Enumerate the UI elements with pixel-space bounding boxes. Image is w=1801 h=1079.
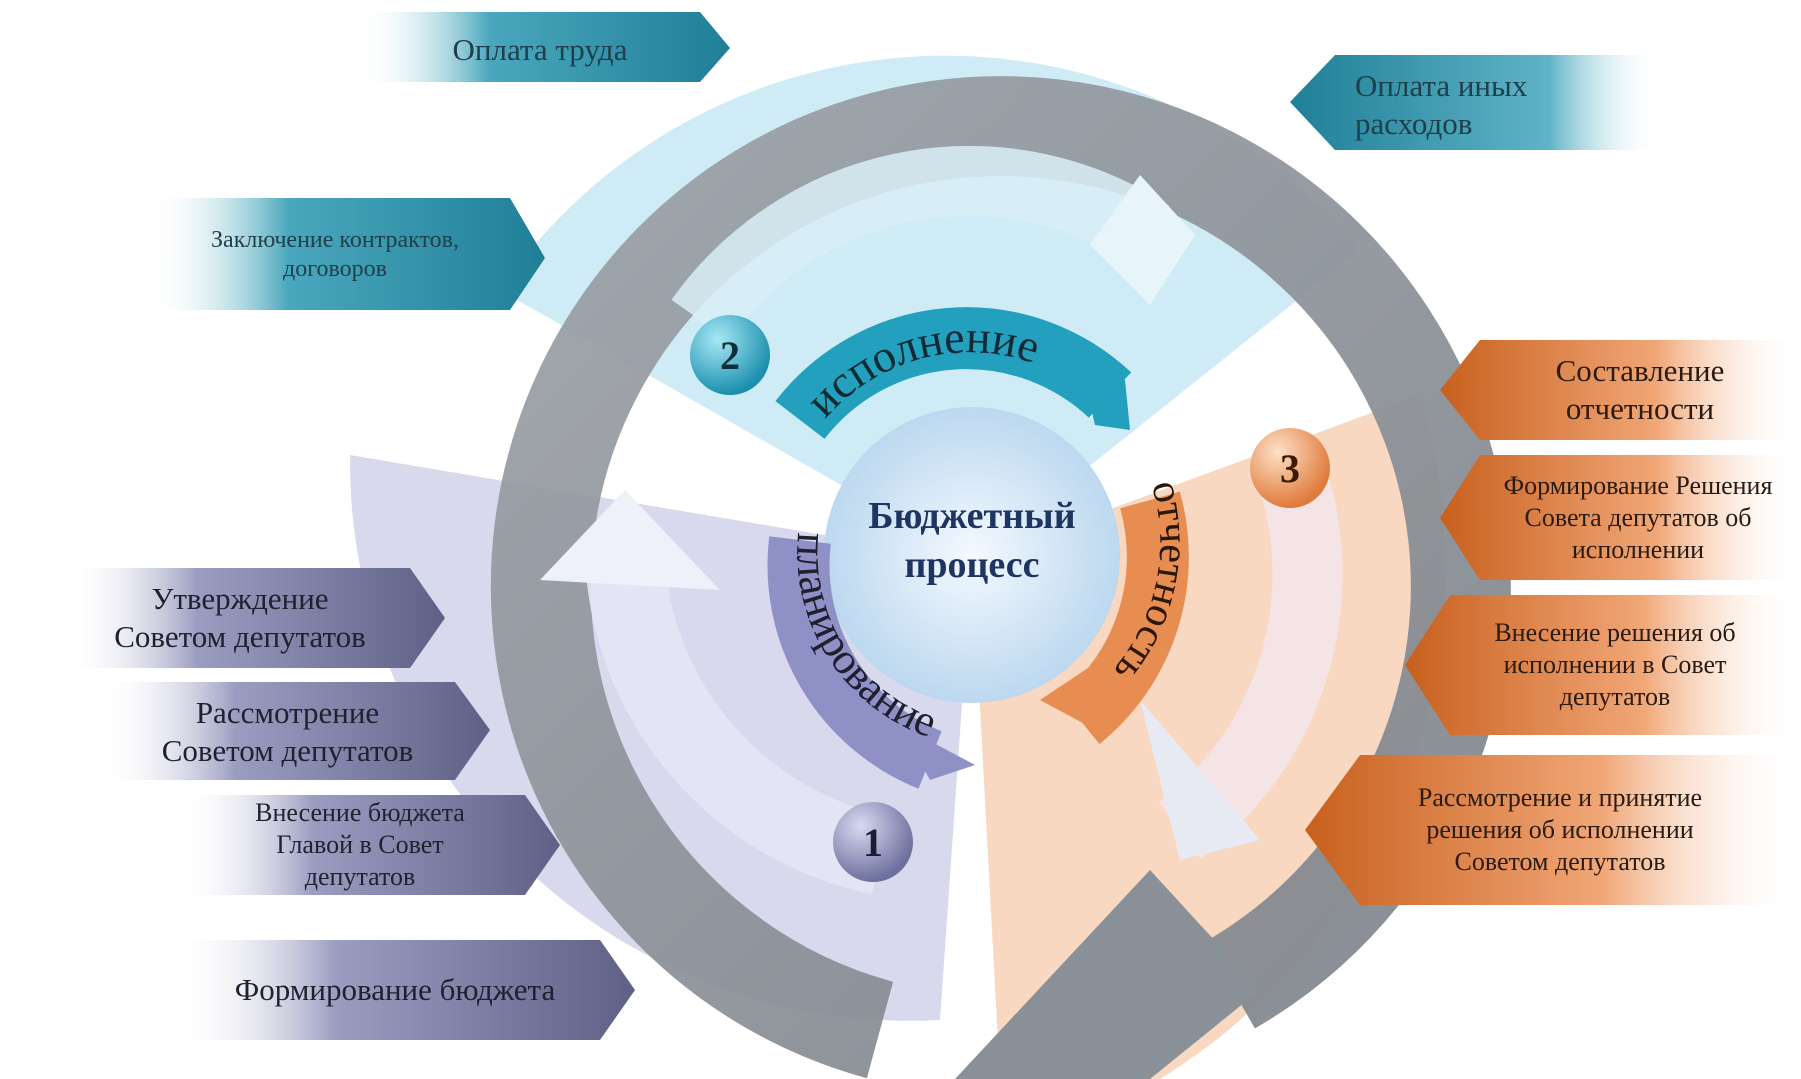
ribbon-rassmotrenie-prinyatie bbox=[1305, 755, 1801, 905]
ribbon-oplata-inyh bbox=[1290, 55, 1660, 150]
label-utverzhdenie: Утверждение Советом депутатов bbox=[114, 581, 366, 654]
stage-3-number: 3 bbox=[1280, 446, 1300, 491]
ribbon-rassmotrenie bbox=[100, 682, 490, 780]
reporting-inner-arrow bbox=[1158, 458, 1343, 858]
planning-band bbox=[767, 536, 943, 789]
planning-inner-arrow bbox=[585, 557, 889, 895]
ribbon-formirovanie-resheniya bbox=[1440, 455, 1801, 580]
ribbon-sostavlenie bbox=[1440, 340, 1801, 440]
center-disc bbox=[824, 407, 1120, 703]
ribbon-vnesenie-byudzheta bbox=[180, 795, 560, 895]
label-formirovanie-byudzheta: Формирование бюджета bbox=[234, 972, 556, 1008]
execution-band bbox=[775, 307, 1132, 440]
center-title-line2: процесс bbox=[905, 544, 1040, 586]
planning-band-arrowhead bbox=[900, 725, 975, 780]
ribbon-utverzhdenie bbox=[65, 568, 445, 668]
execution-band-arrowhead bbox=[1080, 360, 1130, 430]
planning-inner-arrowhead bbox=[540, 490, 720, 590]
label-oplata-truda: Оплата труда bbox=[452, 32, 628, 68]
reporting-inner-arrowhead bbox=[1140, 700, 1260, 860]
stage-1-number: 1 bbox=[863, 820, 883, 865]
execution-inner-arrow bbox=[671, 146, 1170, 341]
label-vnesenie-byudzheta: Внесение бюджета Главой в Совет депутато… bbox=[255, 798, 465, 891]
label-vnesenie-resheniya: Внесение решения об исполнении в Совет д… bbox=[1494, 618, 1736, 711]
ribbon-formirovanie-byudzheta bbox=[175, 940, 635, 1040]
label-sostavlenie: Составление отчетности bbox=[1555, 353, 1725, 426]
ribbon-oplata-truda bbox=[360, 12, 730, 82]
center-title-line1: Бюджетный bbox=[868, 495, 1075, 537]
label-zaklyuchenie: Заключение контрактов, договоров bbox=[211, 226, 459, 282]
label-rassmotrenie-prinyatie: Рассмотрение и принятие решения об испол… bbox=[1417, 783, 1703, 876]
stage-2-badge bbox=[690, 315, 770, 395]
label-formirovanie-resheniya: Формирование Решения Совета депутатов об… bbox=[1503, 471, 1773, 564]
outer-ring-arrowhead bbox=[955, 870, 1260, 1079]
execution-inner-arrowhead bbox=[1090, 175, 1195, 305]
ribbon-vnesenie-resheniya bbox=[1405, 595, 1801, 735]
ribbon-zaklyuchenie bbox=[150, 198, 545, 310]
stage-3-badge bbox=[1250, 428, 1330, 508]
reporting-band-arrowhead bbox=[1040, 650, 1115, 735]
label-rassmotrenie: Рассмотрение Советом депутатов bbox=[161, 695, 414, 768]
label-oplata-inyh: Оплата иных расходов bbox=[1355, 67, 1528, 141]
stage-1-badge bbox=[833, 802, 913, 882]
stage-2-number: 2 bbox=[720, 333, 740, 378]
